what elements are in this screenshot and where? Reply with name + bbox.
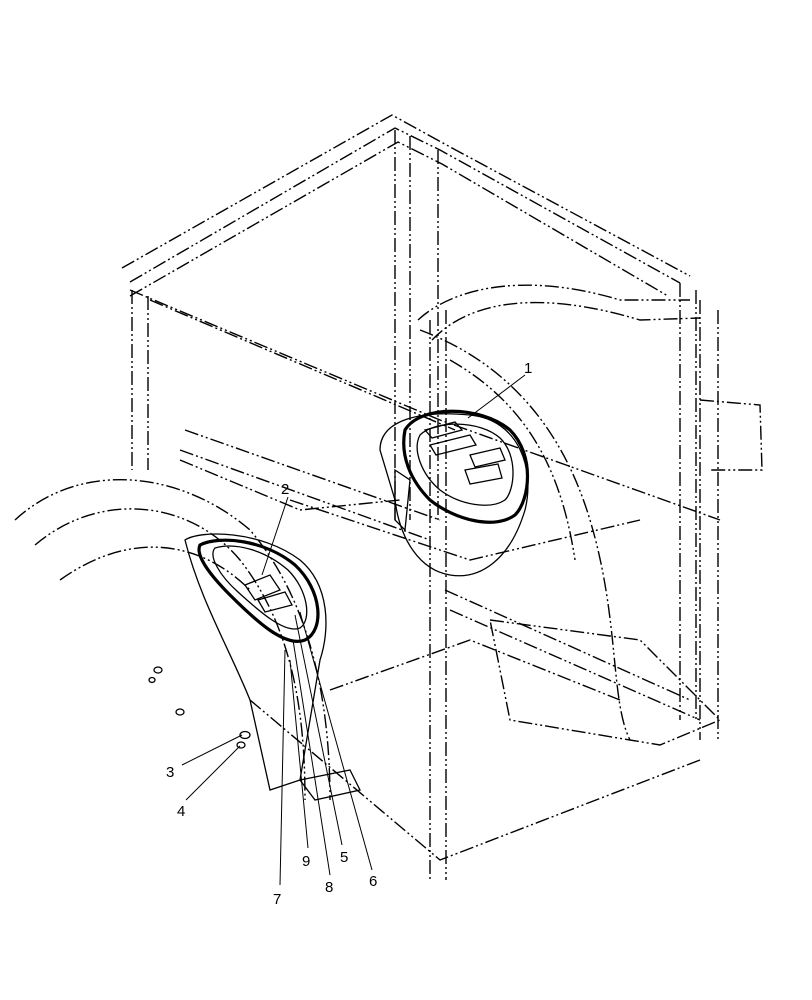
leader-lines — [181, 374, 526, 886]
callout-5: 5 — [340, 849, 348, 866]
leader-5 — [294, 614, 343, 846]
callout-3: 3 — [166, 764, 174, 781]
callout-2: 2 — [281, 481, 289, 498]
left-console-part-2 — [184, 533, 361, 801]
leader-2 — [261, 496, 289, 576]
callout-labels: 1 2 3 4 5 6 7 8 9 — [166, 360, 532, 908]
leader-7 — [279, 649, 286, 886]
callout-8: 8 — [325, 879, 333, 896]
callout-9: 9 — [302, 853, 310, 870]
leader-3 — [181, 734, 243, 766]
callout-4: 4 — [177, 803, 185, 820]
right-console-part-1 — [379, 409, 529, 577]
leader-8 — [292, 639, 331, 876]
leader-6 — [299, 611, 373, 871]
callout-1: 1 — [524, 360, 532, 377]
leader-9 — [289, 659, 309, 849]
fasteners-parts-3-4 — [148, 666, 251, 749]
leader-4 — [185, 745, 241, 801]
leader-1 — [467, 374, 526, 419]
callout-7: 7 — [273, 891, 281, 908]
callout-6: 6 — [369, 873, 377, 890]
cab-frame-outline — [14, 114, 763, 880]
